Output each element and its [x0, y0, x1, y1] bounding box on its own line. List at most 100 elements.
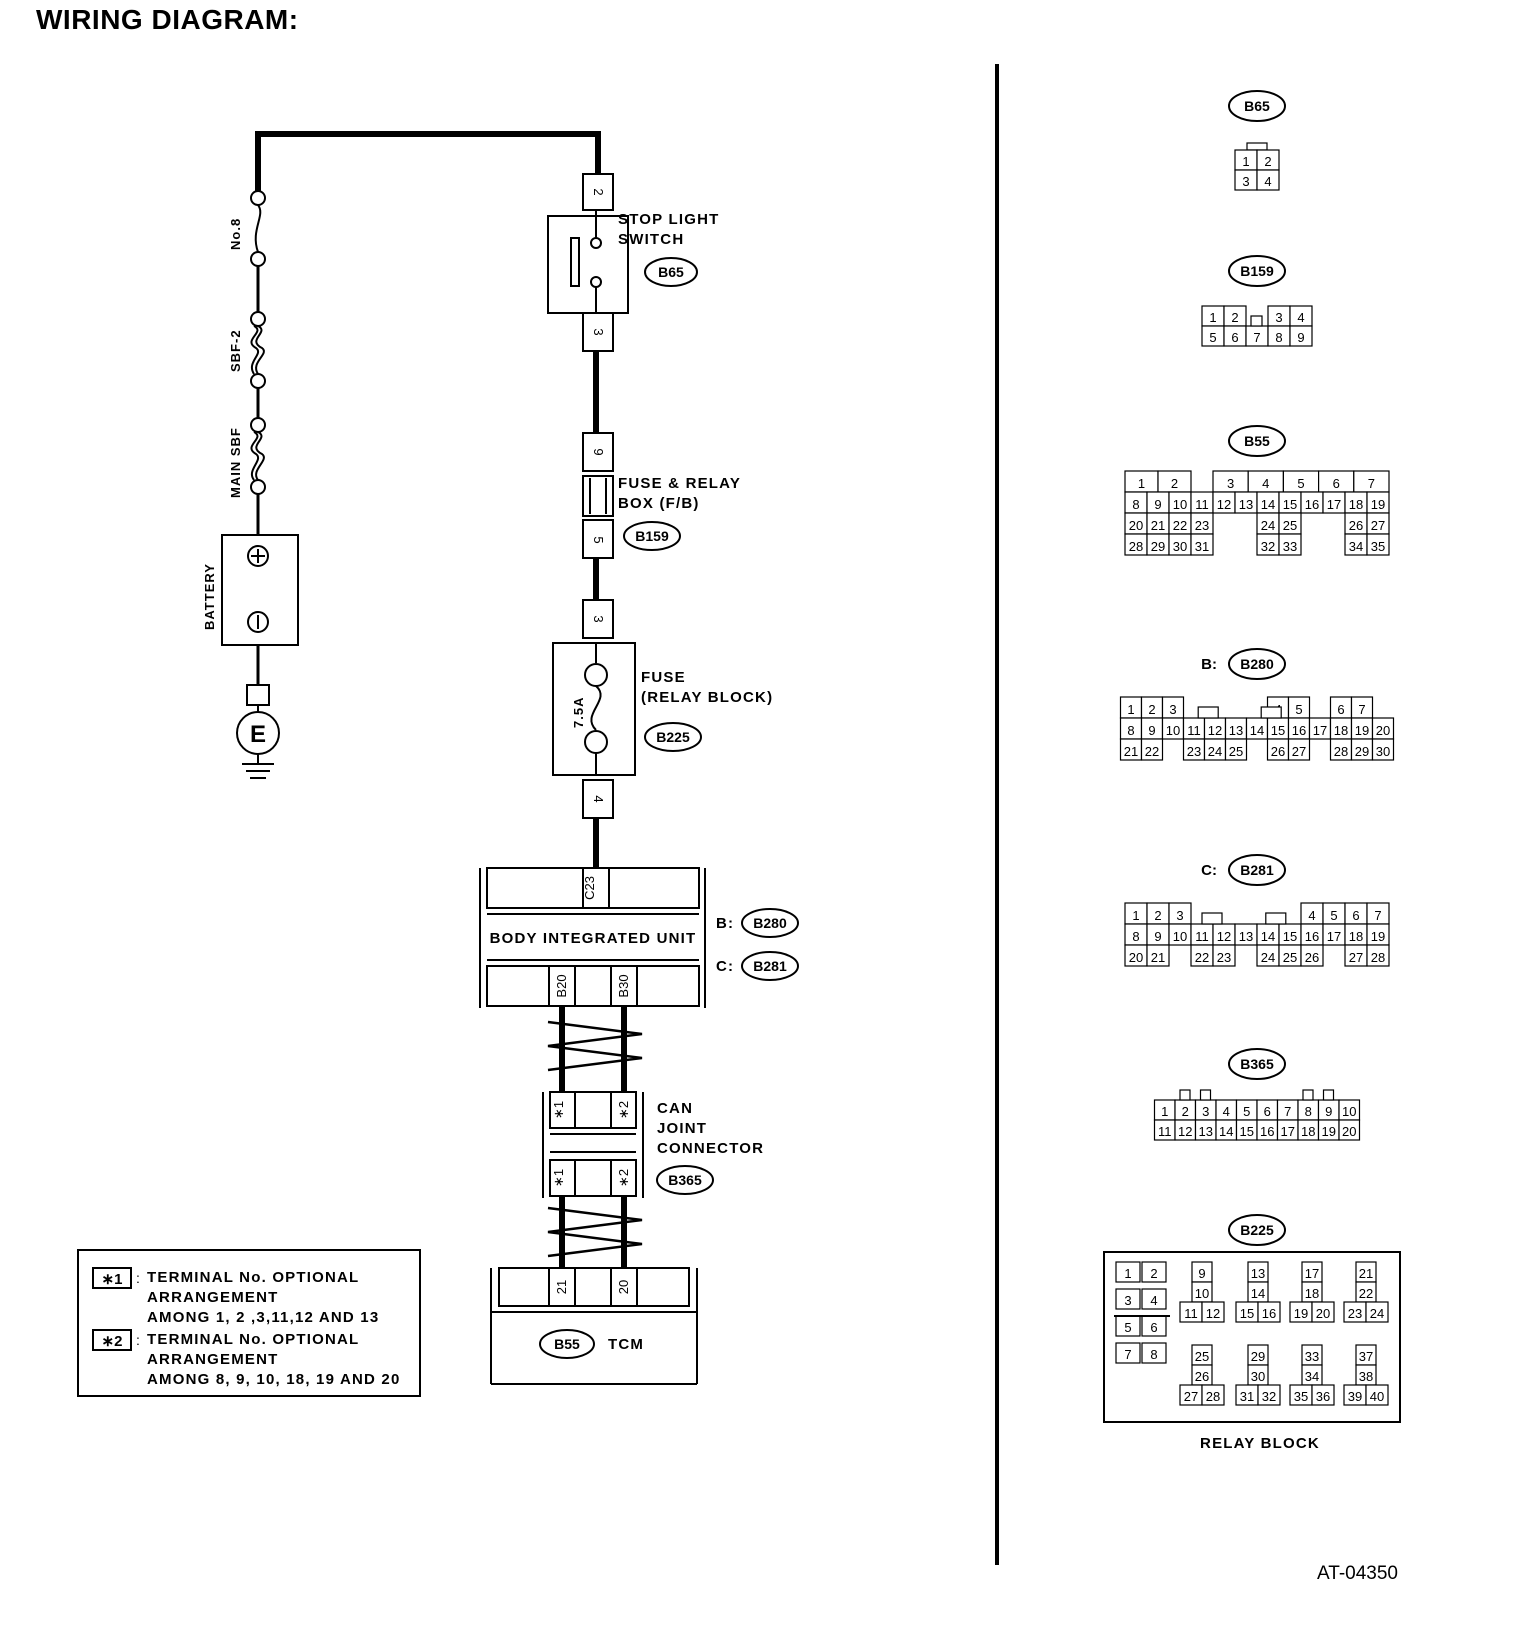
b280-pin-9: 9: [1148, 723, 1155, 738]
stop-light-switch-label-1: STOP LIGHT: [618, 211, 719, 228]
legend-1-line-3: AMONG 1, 2 ,3,11,12 AND 13: [147, 1309, 379, 1326]
b225-pin-13: 13: [1251, 1266, 1265, 1281]
b281-pin-14: 14: [1261, 929, 1275, 944]
b55-pin-26: 26: [1349, 518, 1363, 533]
b280-pin-16: 16: [1292, 723, 1306, 738]
b280-pin-8: 8: [1127, 723, 1134, 738]
b55-pin-7: 7: [1368, 476, 1375, 491]
b225-caption: RELAY BLOCK: [1200, 1435, 1320, 1452]
can-joint-label-1: CAN: [657, 1100, 693, 1117]
b280-pin-18: 18: [1334, 723, 1348, 738]
b159-cell: [1289, 325, 1313, 347]
b281-cell: [1212, 944, 1236, 967]
b225-cell: [1115, 1342, 1141, 1364]
b225-pin-39: 39: [1348, 1389, 1362, 1404]
b65-pin-1: 1: [1242, 154, 1249, 169]
b225-pin-29: 29: [1251, 1349, 1265, 1364]
b55-pin-13: 13: [1239, 497, 1253, 512]
figure-id: AT-04350: [1317, 1563, 1398, 1584]
b55-label: B55: [1244, 433, 1270, 449]
b55-pin-10: 10: [1173, 497, 1187, 512]
b65-badge: [1228, 90, 1286, 122]
b365-pin-5: 5: [1243, 1104, 1250, 1119]
b225-pin-16: 16: [1262, 1306, 1276, 1321]
b159-pin-9: 9: [1297, 330, 1304, 345]
b225-pin-31: 31: [1240, 1389, 1254, 1404]
can-joint-pin-star1-lower: ∗1: [551, 1169, 566, 1187]
b65-pin-4: 4: [1264, 174, 1271, 189]
stop-light-switch-connector: B65: [658, 264, 684, 280]
b365-lock-tab-3: [1302, 1089, 1314, 1101]
b55-pin-8: 8: [1132, 497, 1139, 512]
b281-pin-6: 6: [1352, 908, 1359, 923]
b365-pin-11: 11: [1158, 1124, 1172, 1139]
tcm-connector-badge: [539, 1329, 595, 1359]
b225-pin-34: 34: [1305, 1369, 1319, 1384]
biu-label: BODY INTEGRATED UNIT: [490, 930, 697, 947]
b225-pin-21: 21: [1359, 1266, 1373, 1281]
b281-pin-18: 18: [1349, 929, 1363, 944]
b55-badge: [1228, 425, 1286, 457]
b55-pin-11: 11: [1195, 497, 1209, 512]
b225-pin-5: 5: [1124, 1320, 1131, 1335]
b225-cell: [1365, 1384, 1389, 1406]
b365-pin-9: 9: [1325, 1104, 1332, 1119]
b280-cell: [1287, 738, 1311, 761]
b55-cell: [1190, 533, 1214, 556]
b55-pin-17: 17: [1327, 497, 1341, 512]
legend-2-line-3: AMONG 8, 9, 10, 18, 19 AND 20: [147, 1371, 401, 1388]
stop-light-switch-pin-2: 2: [591, 188, 606, 195]
b281-badge: [1228, 854, 1286, 886]
b280-pin-7: 7: [1358, 702, 1365, 717]
b280-lock-tab: [1197, 706, 1219, 719]
relay-block-fuse-connector-badge: [644, 722, 702, 752]
b225-pin-17: 17: [1305, 1266, 1319, 1281]
b225-pin-32: 32: [1262, 1389, 1276, 1404]
b281-lock-tab: [1201, 912, 1223, 925]
b280-pin-30: 30: [1376, 744, 1390, 759]
b55-pin-14: 14: [1261, 497, 1275, 512]
fuse-sbf2-label: SBF-2: [228, 329, 243, 372]
b55-pin-29: 29: [1151, 539, 1165, 554]
b65-cell: [1256, 169, 1280, 191]
b365-pin-20: 20: [1342, 1124, 1356, 1139]
b281-pin-3: 3: [1176, 908, 1183, 923]
b365-pin-10: 10: [1342, 1104, 1356, 1119]
b225-pin-20: 20: [1316, 1306, 1330, 1321]
b365-pin-6: 6: [1264, 1104, 1271, 1119]
b225-pin-11: 11: [1184, 1306, 1198, 1321]
fuse-relay-box-pin-9: 9: [591, 448, 606, 455]
legend-2-line-2: ARRANGEMENT: [147, 1351, 279, 1368]
b365-pin-4: 4: [1223, 1104, 1230, 1119]
b281-pin-25: 25: [1283, 950, 1297, 965]
b55-pin-20: 20: [1129, 518, 1143, 533]
b225-cell: [1365, 1301, 1389, 1323]
b55-pin-2: 2: [1171, 476, 1178, 491]
b225-cell: [1311, 1384, 1335, 1406]
b365-pin-16: 16: [1260, 1124, 1274, 1139]
b225-cell: [1141, 1288, 1167, 1310]
b281-lock-tab-2: [1265, 912, 1287, 925]
b281-pin-11: 11: [1195, 929, 1209, 944]
b281-pin-12: 12: [1217, 929, 1231, 944]
b55-pin-19: 19: [1371, 497, 1385, 512]
b280-pin-20: 20: [1376, 723, 1390, 738]
b365-lock-tab-1: [1179, 1089, 1191, 1101]
b281-cell: [1366, 944, 1390, 967]
b280-prefix: B:: [1201, 656, 1217, 673]
ground-label: E: [250, 721, 266, 748]
body-integrated-unit: [479, 867, 706, 1008]
tcm-label: TCM: [608, 1336, 644, 1353]
b159-pin-5: 5: [1209, 330, 1216, 345]
b365-pin-13: 13: [1199, 1124, 1213, 1139]
b280-pin-14: 14: [1250, 723, 1264, 738]
b281-prefix: C:: [1201, 862, 1217, 879]
b55-pin-30: 30: [1173, 539, 1187, 554]
relay-block-fuse-label-1: FUSE: [641, 669, 686, 686]
biu-connector-b-badge: [741, 908, 799, 938]
b55-pin-25: 25: [1283, 518, 1297, 533]
fuse-relay-box-label-1: FUSE & RELAY: [618, 475, 741, 492]
b225-pin-1: 1: [1124, 1266, 1131, 1281]
